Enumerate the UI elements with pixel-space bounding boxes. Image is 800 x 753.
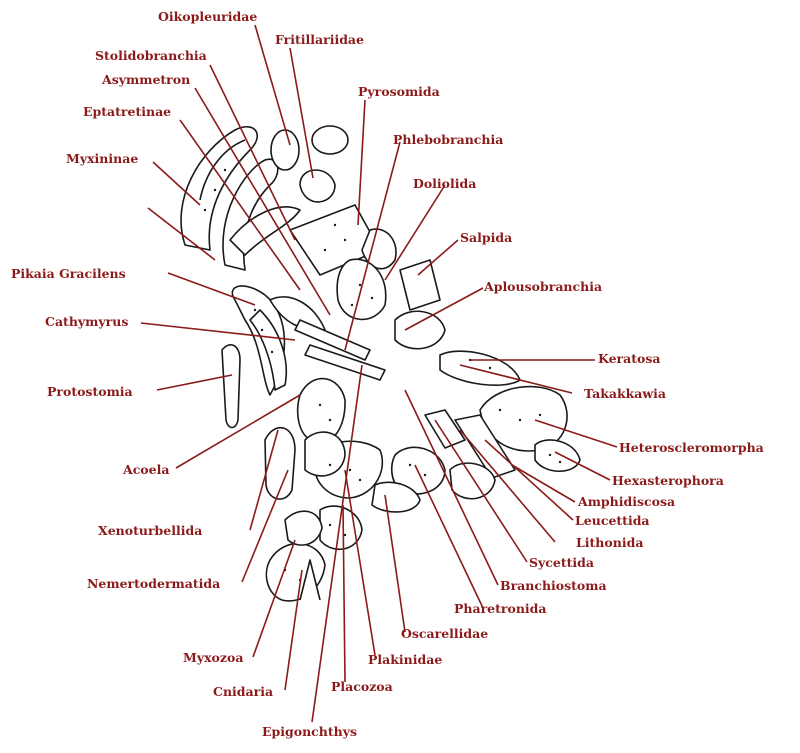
label-lithonida: Lithonida: [576, 535, 643, 550]
taxon-labels: Oikopleuridae Fritillariidae Stolidobran…: [11, 9, 764, 739]
label-acoela: Acoela: [122, 462, 169, 477]
label-branchiostoma: Branchiostoma: [500, 578, 607, 593]
label-plakinidae: Plakinidae: [368, 652, 442, 667]
organism-drawing: [180, 125, 581, 602]
label-nemertodermatida: Nemertodermatida: [87, 576, 220, 591]
label-sycettida: Sycettida: [529, 555, 594, 570]
label-oikopleuridae: Oikopleuridae: [158, 9, 257, 24]
label-phlebobranchia: Phlebobranchia: [393, 132, 503, 147]
label-placozoa: Placozoa: [331, 679, 393, 694]
label-cathymyrus: Cathymyrus: [45, 314, 128, 329]
label-myxininae: Myxininae: [66, 151, 138, 166]
label-epigonchthys: Epigonchthys: [262, 724, 357, 739]
label-salpida: Salpida: [460, 230, 512, 245]
label-pyrosomida: Pyrosomida: [358, 84, 440, 99]
label-cnidaria: Cnidaria: [213, 684, 273, 699]
label-leucettida: Leucettida: [575, 513, 650, 528]
label-eptatretinae: Eptatretinae: [83, 104, 171, 119]
label-protostomia: Protostomia: [47, 384, 133, 399]
label-heteroscleromorpha: Heteroscleromorpha: [619, 440, 764, 455]
label-doliolida: Doliolida: [413, 176, 476, 191]
label-pikaia-gracilens: Pikaia Gracilens: [11, 266, 126, 281]
label-myxozoa: Myxozoa: [183, 650, 243, 665]
label-takakkawia: Takakkawia: [584, 386, 666, 401]
label-pharetronida: Pharetronida: [454, 601, 547, 616]
label-hexasterophora: Hexasterophora: [612, 473, 724, 488]
label-amphidiscosa: Amphidiscosa: [577, 494, 675, 509]
leader-lines: [140, 24, 618, 723]
label-asymmetron: Asymmetron: [101, 72, 190, 87]
label-aplousobranchia: Aplousobranchia: [483, 279, 602, 294]
label-oscarellidae: Oscarellidae: [401, 626, 488, 641]
label-fritillariidae: Fritillariidae: [275, 32, 364, 47]
label-xenoturbellida: Xenoturbellida: [98, 523, 202, 538]
label-keratosa: Keratosa: [598, 351, 660, 366]
label-stolidobranchia: Stolidobranchia: [95, 48, 207, 63]
